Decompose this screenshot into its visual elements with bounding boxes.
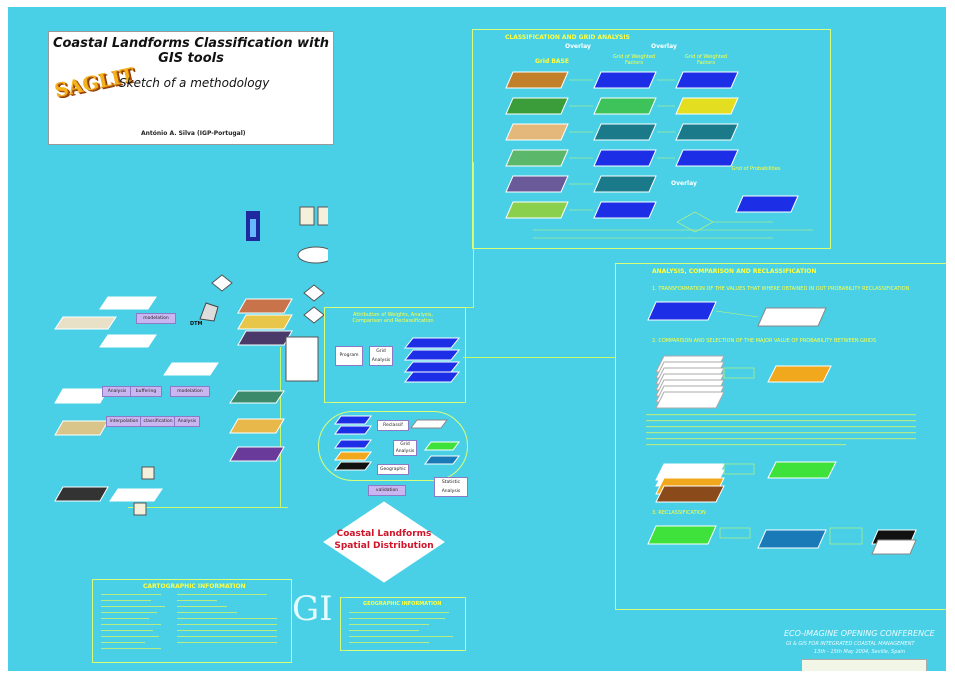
attribution-box: Attribution of Weights, Analysis, Compar… (324, 307, 466, 403)
classification-panel: CLASSIFICATION AND GRID ANALYSIS Overlay… (472, 29, 831, 249)
base-layers (506, 72, 568, 218)
interpolation-box: interpolation (106, 416, 142, 427)
gi-label: GI (292, 589, 333, 629)
poster-title: Coastal Landforms Classification with GI… (49, 36, 333, 66)
attribution-label: Attribution of Weights, Analysis, Compar… (343, 312, 443, 324)
reclassification-cluster: Reclassif Grid Analysis Geographic (318, 411, 468, 481)
analysis-box-2: Analysis (174, 416, 200, 427)
dtm-label: DTM (190, 321, 203, 327)
program-box: Program (335, 346, 363, 366)
title-box: Coastal Landforms Classification with GI… (48, 31, 334, 145)
analysis-graphics (616, 264, 946, 609)
geographic-panel: GEOGRAPHIC INFORMATION (340, 597, 466, 651)
result-line-2: Spatial Distribution (322, 540, 446, 552)
weighted-layers-2 (676, 72, 738, 166)
title-line-1: Coastal Landforms Classification with (49, 36, 333, 51)
classification-grids (473, 30, 830, 248)
grid-analysis-box: Grid Analysis (369, 346, 393, 366)
poster: Coastal Landforms Classification with GI… (8, 7, 946, 671)
weighted-layers-1 (594, 72, 656, 218)
sponsor-logos (801, 659, 927, 671)
classification-connectors (533, 80, 813, 238)
analysis-box: Analysis (102, 386, 132, 397)
classification-box: classification (140, 416, 176, 427)
result-label: Coastal Landforms Spatial Distribution (322, 528, 446, 552)
conference-subtitle: GI & GIS FOR INTEGRATED COASTAL MANAGEME… (786, 641, 915, 647)
connector-line (473, 162, 474, 308)
buffering-box: buffering (130, 386, 162, 397)
poster-subtitle: Sketch of a methodology (119, 76, 269, 90)
grid-analysis-box-2: Grid Analysis (393, 440, 417, 456)
cartographic-text-lines (93, 580, 291, 662)
reclassif-box-1: Reclassif (377, 420, 409, 431)
probability-grid (736, 196, 798, 212)
statistic-box: Statistic Analysis (434, 477, 468, 497)
author-credit: António A. Silva (IGP-Portugal) (141, 130, 246, 137)
conference-title: ECO-IMAGINE OPENING CONFERENCE (784, 629, 935, 638)
conference-date: 13th - 15th May 2004, Seville, Spain (814, 649, 905, 655)
modelation-box-2: modelation (170, 386, 210, 397)
attribution-grids (403, 336, 463, 386)
validation-box: validation (368, 485, 406, 496)
geographic-text-lines (341, 598, 465, 650)
data-preparation-graphics (38, 197, 328, 527)
analysis-panel: ANALYSIS, COMPARISON AND RECLASSIFICATIO… (615, 263, 946, 610)
result-line-1: Coastal Landforms (322, 528, 446, 540)
title-line-2: GIS tools (49, 51, 333, 66)
geographic-box: Geographic (377, 464, 409, 475)
modelation-box: modelation (136, 313, 176, 324)
cartographic-panel: CARTOGRAPHIC INFORMATION (92, 579, 292, 663)
connector-line (463, 357, 615, 358)
result-diamond: Coastal Landforms Spatial Distribution (322, 500, 446, 584)
